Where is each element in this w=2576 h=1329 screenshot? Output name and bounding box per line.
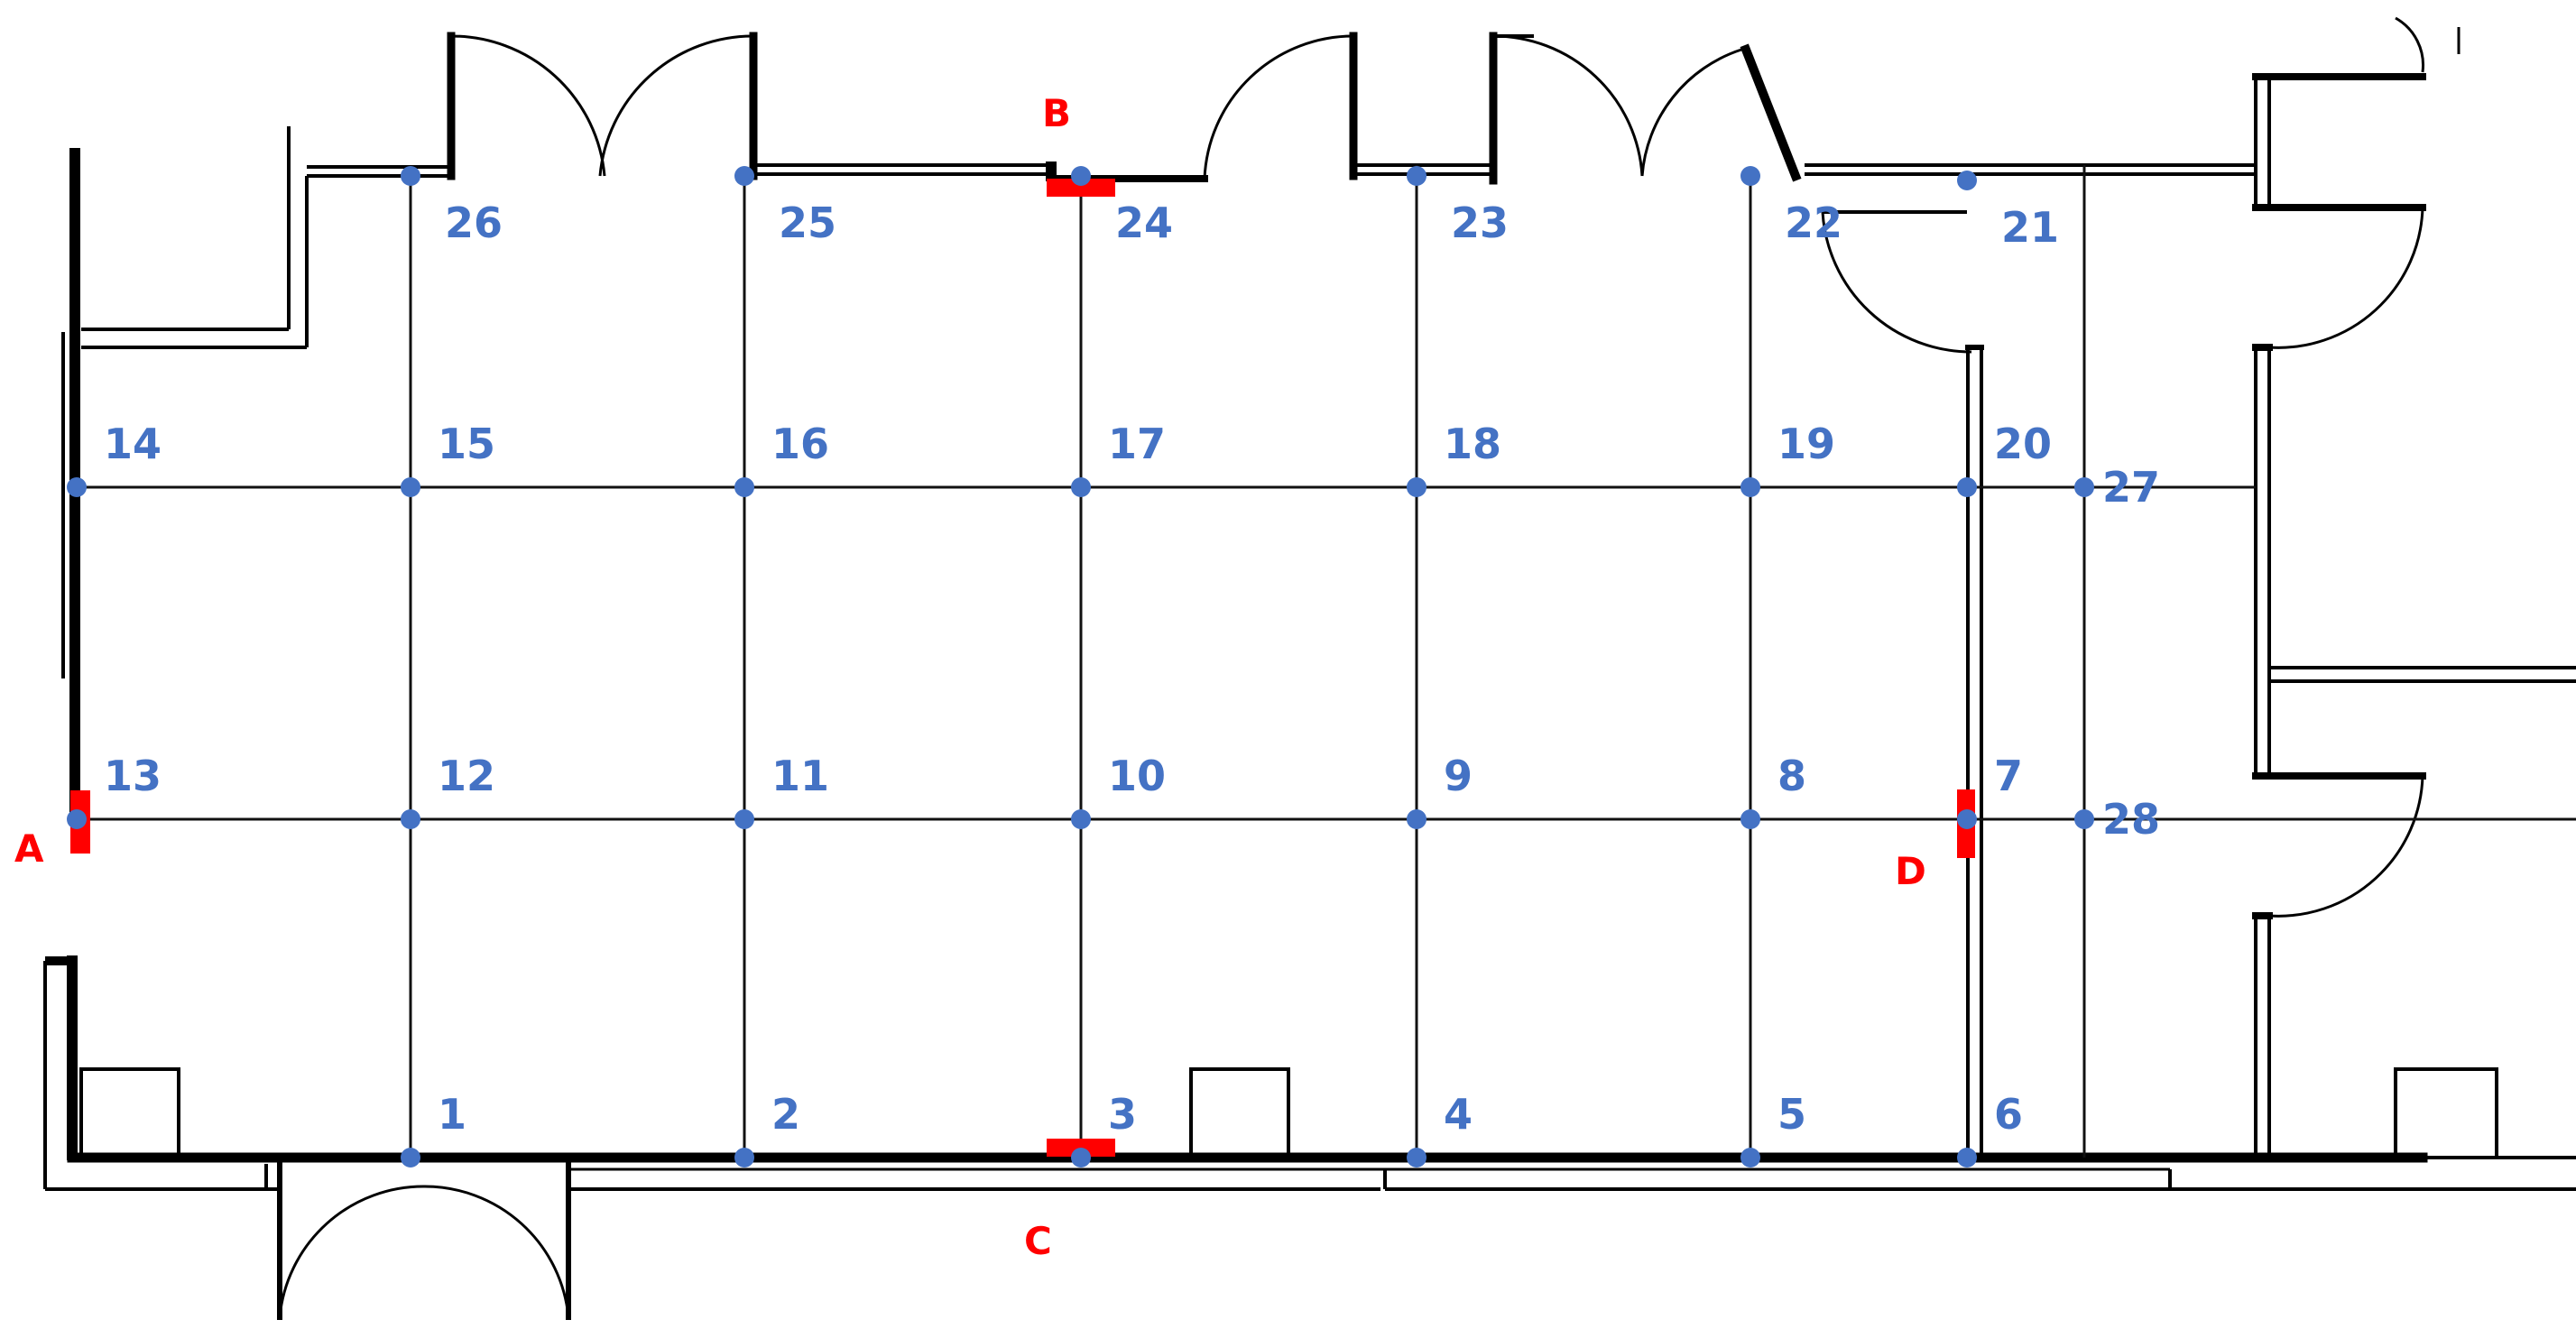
node-1-point: [401, 1148, 420, 1167]
node-8-label: 8: [1777, 752, 1806, 800]
node-7-point: [1957, 809, 1977, 829]
node-26-label: 26: [445, 198, 503, 247]
node-19-label: 19: [1777, 420, 1835, 468]
node-20-point: [1957, 477, 1977, 497]
node-7-label: 7: [1994, 752, 2023, 800]
node-14-label: 14: [104, 420, 162, 468]
node-16-point: [734, 477, 754, 497]
node-17-label: 17: [1108, 420, 1166, 468]
node-17-point: [1071, 477, 1091, 497]
node-15-label: 15: [438, 420, 495, 468]
marker-C-label: C: [1024, 1219, 1052, 1263]
node-18-point: [1407, 477, 1426, 497]
node-10-label: 10: [1108, 752, 1166, 800]
node-9-label: 9: [1444, 752, 1473, 800]
node-6-label: 6: [1994, 1090, 2023, 1139]
node-25-point: [734, 166, 754, 186]
node-4-point: [1407, 1148, 1426, 1167]
marker-B-bar: [1047, 179, 1115, 197]
node-3-point: [1071, 1148, 1091, 1167]
node-11-label: 11: [771, 752, 829, 800]
node-13-label: 13: [104, 752, 162, 800]
node-19-point: [1740, 477, 1760, 497]
node-22-point: [1740, 166, 1760, 186]
node-3-label: 3: [1108, 1090, 1137, 1139]
node-12-point: [401, 809, 420, 829]
node-11-point: [734, 809, 754, 829]
node-28-label: 28: [2102, 795, 2160, 844]
node-18-label: 18: [1444, 420, 1501, 468]
node-27-point: [2074, 477, 2094, 497]
marker-B-label: B: [1042, 91, 1071, 135]
node-1-label: 1: [438, 1090, 466, 1139]
node-21-point: [1957, 171, 1977, 190]
node-13-point: [67, 809, 87, 829]
node-24-point: [1071, 166, 1091, 186]
node-8-point: [1740, 809, 1760, 829]
node-23-point: [1407, 166, 1426, 186]
node-20-label: 20: [1994, 420, 2052, 468]
node-14-point: [67, 477, 87, 497]
node-12-label: 12: [438, 752, 495, 800]
node-22-label: 22: [1785, 198, 1842, 247]
node-5-point: [1740, 1148, 1760, 1167]
marker-D-label: D: [1895, 849, 1926, 893]
node-26-point: [401, 166, 420, 186]
node-9-point: [1407, 809, 1426, 829]
node-16-label: 16: [771, 420, 829, 468]
node-2-point: [734, 1148, 754, 1167]
node-23-label: 23: [1451, 198, 1509, 247]
node-24-label: 24: [1115, 198, 1173, 247]
node-2-label: 2: [771, 1090, 800, 1139]
walls: [43, 27, 2576, 1320]
node-4-label: 4: [1444, 1090, 1473, 1139]
node-25-label: 25: [779, 198, 836, 247]
node-5-label: 5: [1777, 1090, 1806, 1139]
node-28-point: [2074, 809, 2094, 829]
marker-A-label: A: [14, 826, 44, 871]
node-15-point: [401, 477, 420, 497]
node-10-point: [1071, 809, 1091, 829]
node-27-label: 27: [2102, 463, 2160, 512]
grid-lines: [77, 165, 2576, 1158]
node-21-label: 21: [2001, 203, 2059, 252]
node-6-point: [1957, 1148, 1977, 1167]
doors: [278, 16, 2424, 1318]
